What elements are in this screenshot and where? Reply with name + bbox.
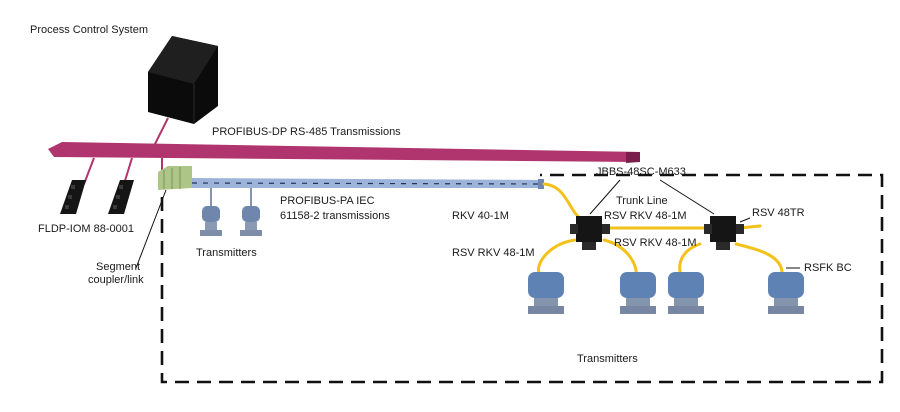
rkv-40-1m-label: RKV 40-1M [452,210,509,222]
fldp-iom-label: FLDP-IOM 88-0001 [38,223,134,235]
profibus-pa-label: 61158-2 transmissions [280,210,390,222]
profibus-pa-label: PROFIBUS-PA IEC [280,195,375,207]
trunk-line-label: Trunk Line [616,195,668,207]
transmitter-right-4 [768,272,804,314]
segment-coupler-label: coupler/link [88,274,144,286]
junction-box-right [704,216,744,250]
pa-segment-boundary [160,173,884,384]
segment-coupler [158,166,192,190]
profibus-dp-bus [48,142,640,163]
transmitter-right-3 [668,272,704,314]
jbbs-leader-lines [589,179,715,215]
segment-coupler-leader [135,189,167,269]
rsv-rkv-left-label: RSV RKV 48-1M [452,247,535,259]
segment-coupler-label: Segment [96,261,140,273]
transmitter-right-2 [620,272,656,314]
transmitter-left-2 [240,188,262,236]
transmitter-right-1 [528,272,564,314]
rsfk-bc-label: RSFK BC [804,262,852,274]
process-control-system-label: Process Control System [30,24,148,36]
fldp-iom-module [108,180,134,214]
rsv-48tr-leader [739,217,751,223]
transmitters-left-label: Transmitters [196,247,257,259]
rsv-rkv-trunk-label: RSV RKV 48-1M [604,210,687,222]
transmitters-bottom-label: Transmitters [577,353,638,365]
rsv-48tr-label: RSV 48TR [752,207,805,219]
transmitter-left-1 [200,188,222,236]
jbbs-label: JBBS-48SC-M633 [596,166,686,178]
junction-box-left [570,216,610,250]
fldp-iom-module [60,180,86,214]
profibus-dp-label: PROFIBUS-DP RS-485 Transmissions [212,126,401,138]
profibus-pa-bus [191,178,545,189]
rsv-rkv-mid-label: RSV RKV 48-1M [614,237,697,249]
process-control-system [148,36,218,124]
